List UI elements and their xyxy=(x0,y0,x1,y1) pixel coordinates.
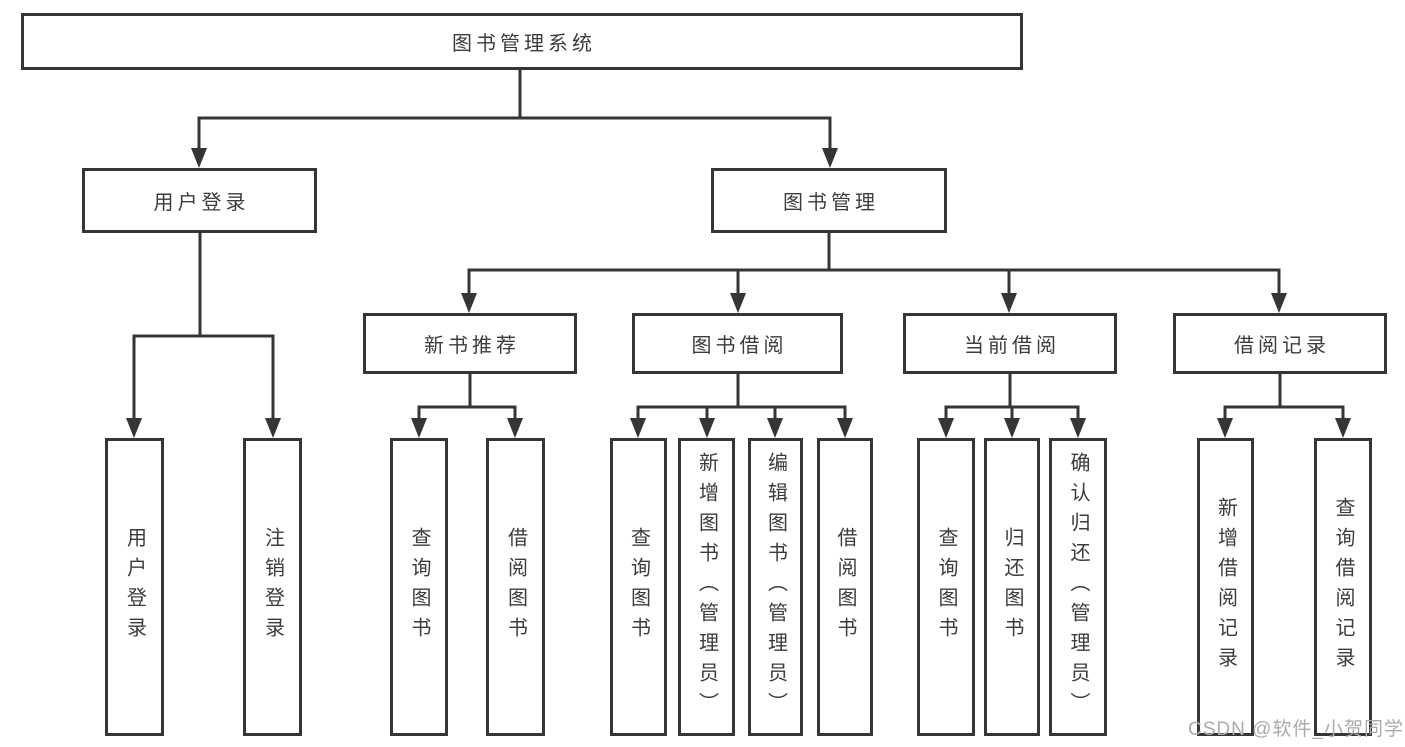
leaf-user-login: 用户登录 xyxy=(105,438,164,736)
node-book-borrowing-label: 图书借阅 xyxy=(691,335,788,357)
leaf-borrowing-query-books: 查询图书 xyxy=(610,438,667,736)
node-borrowing-records: 借阅记录 xyxy=(1173,313,1387,374)
node-new-book-recommend: 新书推荐 xyxy=(363,313,577,374)
leaf-recommend-query-books-label: 查询图书 xyxy=(408,527,430,647)
node-user-login: 用户登录 xyxy=(82,168,317,233)
leaf-recommend-borrow-books-label: 借阅图书 xyxy=(504,527,527,647)
leaf-records-query-record: 查询借阅记录 xyxy=(1314,438,1372,736)
leaf-current-return-books: 归还图书 xyxy=(984,438,1040,736)
leaf-records-query-record-label: 查询借阅记录 xyxy=(1332,497,1354,677)
node-root-system-label: 图书管理系统 xyxy=(452,33,596,55)
leaf-borrowing-query-books-label: 查询图书 xyxy=(627,527,650,647)
node-current-borrowing-label: 当前借阅 xyxy=(964,335,1060,357)
leaf-borrowing-borrow-books-label: 借阅图书 xyxy=(834,527,856,647)
node-borrowing-records-label: 借阅记录 xyxy=(1234,335,1330,357)
leaf-borrowing-add-books-admin: 新增图书（管理员） xyxy=(678,438,735,736)
leaf-logout: 注销登录 xyxy=(243,438,302,736)
leaf-logout-label: 注销登录 xyxy=(261,527,284,647)
csdn-watermark: CSDN @软件_小贺同学 xyxy=(1188,719,1404,740)
leaf-records-add-record-label: 新增借阅记录 xyxy=(1214,497,1237,677)
node-book-management-label: 图书管理 xyxy=(783,192,879,214)
node-book-borrowing: 图书借阅 xyxy=(632,313,843,374)
node-user-login-label: 用户登录 xyxy=(153,192,250,214)
leaf-current-return-books-label: 归还图书 xyxy=(1001,527,1023,647)
leaf-current-query-books-label: 查询图书 xyxy=(935,527,957,647)
leaf-borrowing-edit-books-admin: 编辑图书（管理员） xyxy=(748,438,803,736)
node-new-book-recommend-label: 新书推荐 xyxy=(424,335,520,357)
leaf-borrowing-edit-books-admin-label: 编辑图书（管理员） xyxy=(764,452,787,722)
leaf-user-login-label: 用户登录 xyxy=(123,527,146,647)
leaf-recommend-borrow-books: 借阅图书 xyxy=(486,438,545,736)
leaf-current-query-books: 查询图书 xyxy=(917,438,975,736)
leaf-current-confirm-return-admin-label: 确认归还（管理员） xyxy=(1067,452,1089,722)
leaf-records-add-record: 新增借阅记录 xyxy=(1197,438,1254,736)
leaf-recommend-query-books: 查询图书 xyxy=(390,438,448,736)
leaf-borrowing-borrow-books: 借阅图书 xyxy=(817,438,873,736)
leaf-current-confirm-return-admin: 确认归还（管理员） xyxy=(1049,438,1107,736)
node-root-system: 图书管理系统 xyxy=(21,13,1023,70)
node-current-borrowing: 当前借阅 xyxy=(903,313,1117,374)
leaf-borrowing-add-books-admin-label: 新增图书（管理员） xyxy=(695,452,718,722)
node-book-management: 图书管理 xyxy=(711,168,947,233)
